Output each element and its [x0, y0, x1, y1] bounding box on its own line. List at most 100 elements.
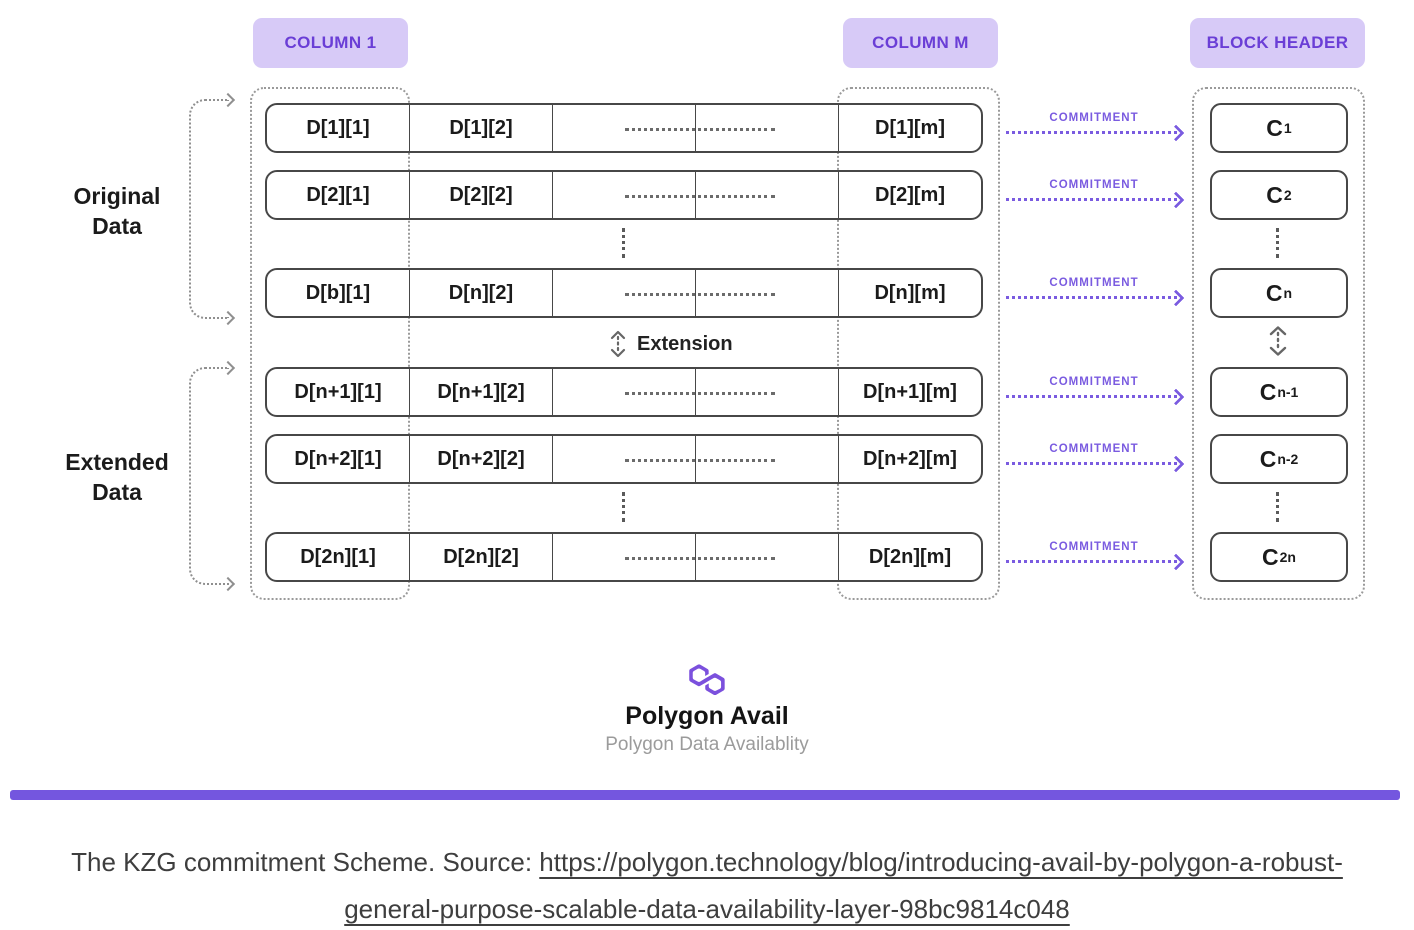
commitment-base: C: [1262, 543, 1279, 570]
block-header-badge: BLOCK HEADER: [1190, 18, 1365, 68]
matrix-cell: D[2][m]: [838, 172, 981, 218]
commitment-label: COMMITMENT: [1049, 540, 1139, 553]
figure-caption: The KZG commitment Scheme. Source: https…: [40, 839, 1374, 930]
commitment-sub: 1: [1283, 120, 1292, 136]
dashed-arrow-icon: [1006, 191, 1185, 208]
extension-label-group: Extension: [608, 329, 733, 359]
commitment-arrow-n1: COMMITMENT: [1006, 367, 1185, 417]
matrix-cell: D[n+1][1]: [294, 380, 382, 403]
matrix-row-n2: D[n+2][1] D[n+2][2] D[n+2][m]: [265, 434, 983, 484]
matrix-cell: D[2][1]: [306, 183, 370, 206]
ellipsis-dots-horizontal: [625, 293, 775, 296]
dashed-arrow-icon: [1006, 553, 1185, 570]
original-data-line2: Data: [92, 213, 142, 239]
matrix-cell: D[n+1][m]: [838, 369, 981, 415]
matrix-cell: D[2n][m]: [838, 534, 981, 580]
commitment-label: COMMITMENT: [1049, 178, 1139, 191]
commitment-arrow-1: COMMITMENT: [1006, 103, 1185, 153]
bracket-arrow-icon: [220, 92, 236, 108]
commitment-sub: 2n: [1279, 549, 1296, 565]
original-data-bracket: [189, 92, 236, 326]
commitment-base: C: [1266, 114, 1283, 141]
footer-title: Polygon Avail: [625, 702, 789, 730]
block-header-outline: [1192, 87, 1365, 600]
original-data-label: Original Data: [47, 181, 187, 241]
footer-subtitle: Polygon Data Availablity: [605, 734, 809, 755]
matrix-cell: D[n][m]: [838, 270, 981, 316]
matrix-cell: D[1][1]: [306, 116, 370, 139]
matrix-cell: D[1][2]: [409, 105, 552, 151]
column-m-badge: COLUMN M: [843, 18, 998, 68]
matrix-cell-empty: [552, 369, 695, 415]
ellipsis-dots-horizontal: [625, 392, 775, 395]
matrix-row-1: D[1][1] D[1][2] D[1][m]: [265, 103, 983, 153]
purple-divider: [10, 790, 1400, 800]
matrix-row-2n: D[2n][1] D[2n][2] D[2n][m]: [265, 532, 983, 582]
matrix-row-n1: D[n+1][1] D[n+1][2] D[n+1][m]: [265, 367, 983, 417]
extended-data-line1: Extended: [65, 449, 169, 475]
matrix-cell: D[n+2][1]: [294, 447, 382, 470]
commitment-label: COMMITMENT: [1049, 276, 1139, 289]
updown-arrow-icon: [1269, 326, 1287, 356]
matrix-cell-empty: [552, 105, 695, 151]
matrix-cell-empty: [552, 270, 695, 316]
matrix-cell-empty: [552, 534, 695, 580]
matrix-cell: D[2][2]: [409, 172, 552, 218]
matrix-cell: D[n+1][2]: [409, 369, 552, 415]
ellipsis-dots-vertical: [622, 492, 625, 522]
extended-data-bracket: [189, 360, 236, 592]
bracket-arrow-icon: [220, 576, 236, 592]
commitment-sub: n: [1283, 285, 1293, 301]
source-link[interactable]: https://polygon.technology/blog/introduc…: [344, 847, 1343, 924]
commitment-label: COMMITMENT: [1049, 442, 1139, 455]
polygon-logo-icon: [689, 664, 725, 695]
extension-label: Extension: [637, 332, 733, 355]
commitment-base: C: [1259, 445, 1277, 472]
ellipsis-dots-horizontal: [625, 128, 775, 131]
commitment-base: C: [1265, 279, 1283, 306]
commitment-label: COMMITMENT: [1049, 375, 1139, 388]
dashed-arrow-icon: [1006, 455, 1185, 472]
ellipsis-dots-horizontal: [625, 557, 775, 560]
commitment-label: COMMITMENT: [1049, 111, 1139, 124]
dashed-arrow-icon: [1006, 388, 1185, 405]
matrix-cell: D[1][m]: [838, 105, 981, 151]
commitment-arrow-n2: COMMITMENT: [1006, 434, 1185, 484]
dashed-arrow-icon: [1006, 124, 1185, 141]
commitment-sub: n-2: [1277, 451, 1299, 467]
ellipsis-dots-vertical: [1276, 228, 1279, 258]
matrix-row-n: D[b][1] D[n][2] D[n][m]: [265, 268, 983, 318]
commitment-sub: 2: [1283, 187, 1292, 203]
extended-data-line2: Data: [92, 479, 142, 505]
column-m-outline: [837, 87, 1000, 600]
column-1-badge: COLUMN 1: [253, 18, 408, 68]
caption-text: The KZG commitment Scheme. Source:: [71, 847, 540, 877]
matrix-cell: D[2n][2]: [409, 534, 552, 580]
commitment-base: C: [1259, 378, 1277, 405]
dashed-arrow-icon: [1006, 289, 1185, 306]
commitment-arrow-2n: COMMITMENT: [1006, 532, 1185, 582]
ellipsis-dots-horizontal: [625, 459, 775, 462]
matrix-row-2: D[2][1] D[2][2] D[2][m]: [265, 170, 983, 220]
extended-data-label: Extended Data: [47, 447, 187, 507]
matrix-cell: D[n+2][2]: [409, 436, 552, 482]
bracket-arrow-icon: [220, 360, 236, 376]
ellipsis-dots-horizontal: [625, 195, 775, 198]
commitment-sub: n-1: [1277, 384, 1299, 400]
matrix-cell-empty: [552, 436, 695, 482]
matrix-cell: D[2n][1]: [300, 545, 376, 568]
commitment-base: C: [1266, 181, 1283, 208]
commitment-arrow-n: COMMITMENT: [1006, 268, 1185, 318]
updown-arrow-icon: [610, 330, 626, 358]
column-1-outline: [250, 87, 410, 600]
ellipsis-dots-vertical: [1276, 492, 1279, 522]
original-data-line1: Original: [73, 183, 161, 209]
ellipsis-dots-vertical: [622, 228, 625, 258]
